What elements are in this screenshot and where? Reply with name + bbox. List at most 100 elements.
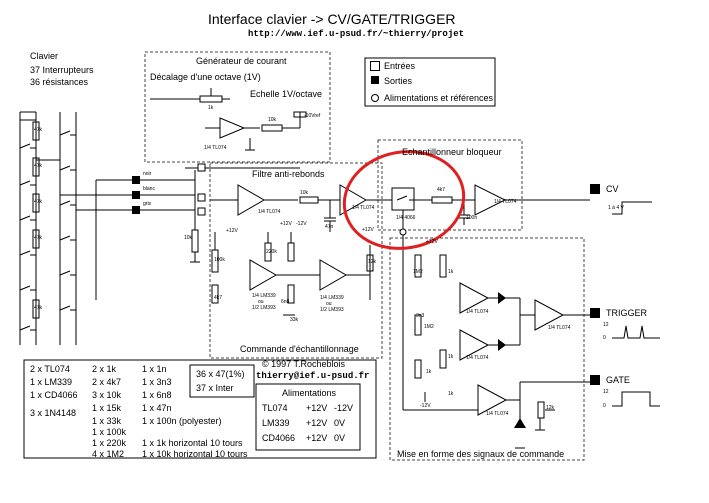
parts-item: 2 x 4k7	[92, 377, 122, 387]
parts-item: 1 x 10k horizontal 10 tours	[142, 449, 248, 459]
r1k-b-label: 1k	[448, 354, 454, 360]
p12v-b: +12V	[280, 221, 292, 227]
power-title: Alimentations	[282, 388, 337, 398]
power-pos: +12V	[306, 403, 328, 413]
r1m2-a-label: 1M2	[413, 269, 423, 275]
connector-blanc	[132, 191, 140, 199]
output-trigger-label: TRIGGER	[606, 308, 648, 318]
r33k-label: 33k	[290, 317, 299, 323]
parts-list-frame	[23, 359, 377, 459]
r10k-c-label: 10k	[184, 235, 193, 241]
trigger-low-label: 0	[603, 335, 606, 341]
parts-item: 1 x 33k	[92, 416, 122, 426]
key-resistor-label: 47k	[34, 235, 43, 241]
diode-2	[498, 339, 506, 351]
tl074-b-label: 1/4 TL074	[258, 209, 281, 215]
power-chip: TL074	[262, 403, 288, 413]
vref-label: -10Vref	[304, 113, 321, 119]
ou-label: ou	[258, 299, 264, 305]
r220k-label: 220k	[266, 249, 277, 255]
tl074-h-label: 1/4 TL074	[486, 411, 509, 417]
parts-item: 3 x 10k	[92, 390, 122, 400]
cd4066-switch	[391, 187, 415, 211]
legend-frame	[364, 57, 496, 107]
copyright: © 1997 T.Rocheblois	[262, 359, 346, 369]
wire-noir-label: noir	[143, 171, 152, 177]
current-generator-title: Générateur de courant	[196, 56, 287, 66]
page-title: Interface clavier -> CV/GATE/TRIGGER	[208, 11, 456, 27]
opamp-shape-1	[459, 282, 490, 314]
parts-item: 2 x TL074	[30, 364, 70, 374]
legend-output-swatch	[371, 76, 379, 84]
m12v-b: -12V	[420, 403, 431, 409]
output-cv-label: CV	[606, 184, 619, 194]
comparator-1	[249, 259, 278, 291]
r1k-c-label: 1k	[426, 369, 432, 375]
r10k-label: 10k	[268, 117, 277, 123]
diode-3	[514, 418, 526, 428]
parts-item: 1 x 1k horizontal 10 tours	[142, 438, 243, 448]
p12v-c: +12V	[362, 227, 374, 233]
pot-1k	[199, 95, 223, 103]
parts-item: 1 x 15k	[92, 403, 122, 413]
c3n3-label: 3n3	[416, 313, 425, 319]
highlight-circle	[342, 150, 466, 250]
keyboard-switches	[19, 119, 36, 331]
diode-1	[498, 292, 506, 304]
cv-scale-label: 1 à 4 V	[608, 205, 624, 211]
author-email: thierry@ief.u-psud.fr	[256, 371, 370, 381]
filter-title: Filtre anti-rebonds	[252, 169, 325, 179]
connector-gris	[132, 206, 140, 214]
output-gate-square	[590, 375, 600, 385]
cd4066-label: 1/4 4066	[396, 215, 416, 221]
power-pos: +12V	[306, 433, 328, 443]
parts-item: 4 x 1M2	[92, 449, 125, 459]
r100k-label: 100k	[214, 257, 225, 263]
tl074-g-label: 1/4 TL074	[548, 325, 571, 331]
scale-label: Echelle 1V/octave	[250, 89, 323, 99]
legend-power: Alimentations et références	[384, 93, 494, 103]
p12v-d: +12V	[426, 239, 438, 245]
opamp-buffer	[339, 184, 368, 216]
opamp-hold	[474, 184, 507, 216]
opamp-shape-2	[459, 329, 490, 361]
gate-waveform	[612, 391, 660, 407]
wire-gris-label: gris	[143, 201, 152, 207]
parts-item: 1 x 100n (polyester)	[142, 416, 222, 426]
legend-inputs: Entrées	[384, 61, 416, 71]
ou-b-label: ou	[326, 301, 332, 307]
parts-item: 3 x 1N4148	[30, 408, 77, 418]
tl074-e-label: 1/4 TL074	[466, 309, 489, 315]
power-neg: -12V	[334, 403, 354, 413]
r10k-b-label: 10k	[300, 190, 309, 196]
comparator-2	[319, 259, 348, 291]
clavier-label: Clavier	[30, 51, 59, 61]
c6n8-label: 6n8	[281, 299, 290, 305]
trigger-high-label: 12	[603, 322, 609, 328]
key-resistor-label: 47k	[34, 163, 43, 169]
lm393-a-label: 1/2 LM393	[252, 305, 276, 311]
cv-waveform	[612, 201, 652, 215]
power-chip: LM339	[262, 418, 290, 428]
r4k7-label: 4k7	[437, 187, 446, 193]
tl074-a-label: 1/4 TL074	[204, 145, 227, 151]
power-neg: 0V	[334, 418, 346, 428]
octave-shift-label: Décalage d'une octave (1V)	[150, 72, 261, 82]
parts-item: 1 x 47n	[142, 403, 172, 413]
parts-item: 1 x CD4066	[30, 390, 78, 400]
parts-item: 1 x 220k	[92, 438, 127, 448]
c100n-label: 100n	[466, 215, 478, 221]
parts-item: 1 x 6n8	[142, 390, 172, 400]
tl074-f-label: 1/4 TL074	[466, 355, 489, 361]
gate-low-label: 0	[603, 403, 606, 409]
resist-box-frame	[189, 364, 255, 398]
sample-command-box	[209, 162, 383, 359]
opamp-current-gen	[219, 117, 246, 139]
output-cv-square	[590, 184, 600, 194]
lm339-a-label: 1/4 LM339	[252, 293, 276, 299]
connector-noir	[132, 176, 140, 184]
wire-blanc-label: blanc	[143, 186, 155, 192]
key-resistor-label: 47k	[34, 127, 43, 133]
p12v-a: +12V	[226, 228, 238, 234]
